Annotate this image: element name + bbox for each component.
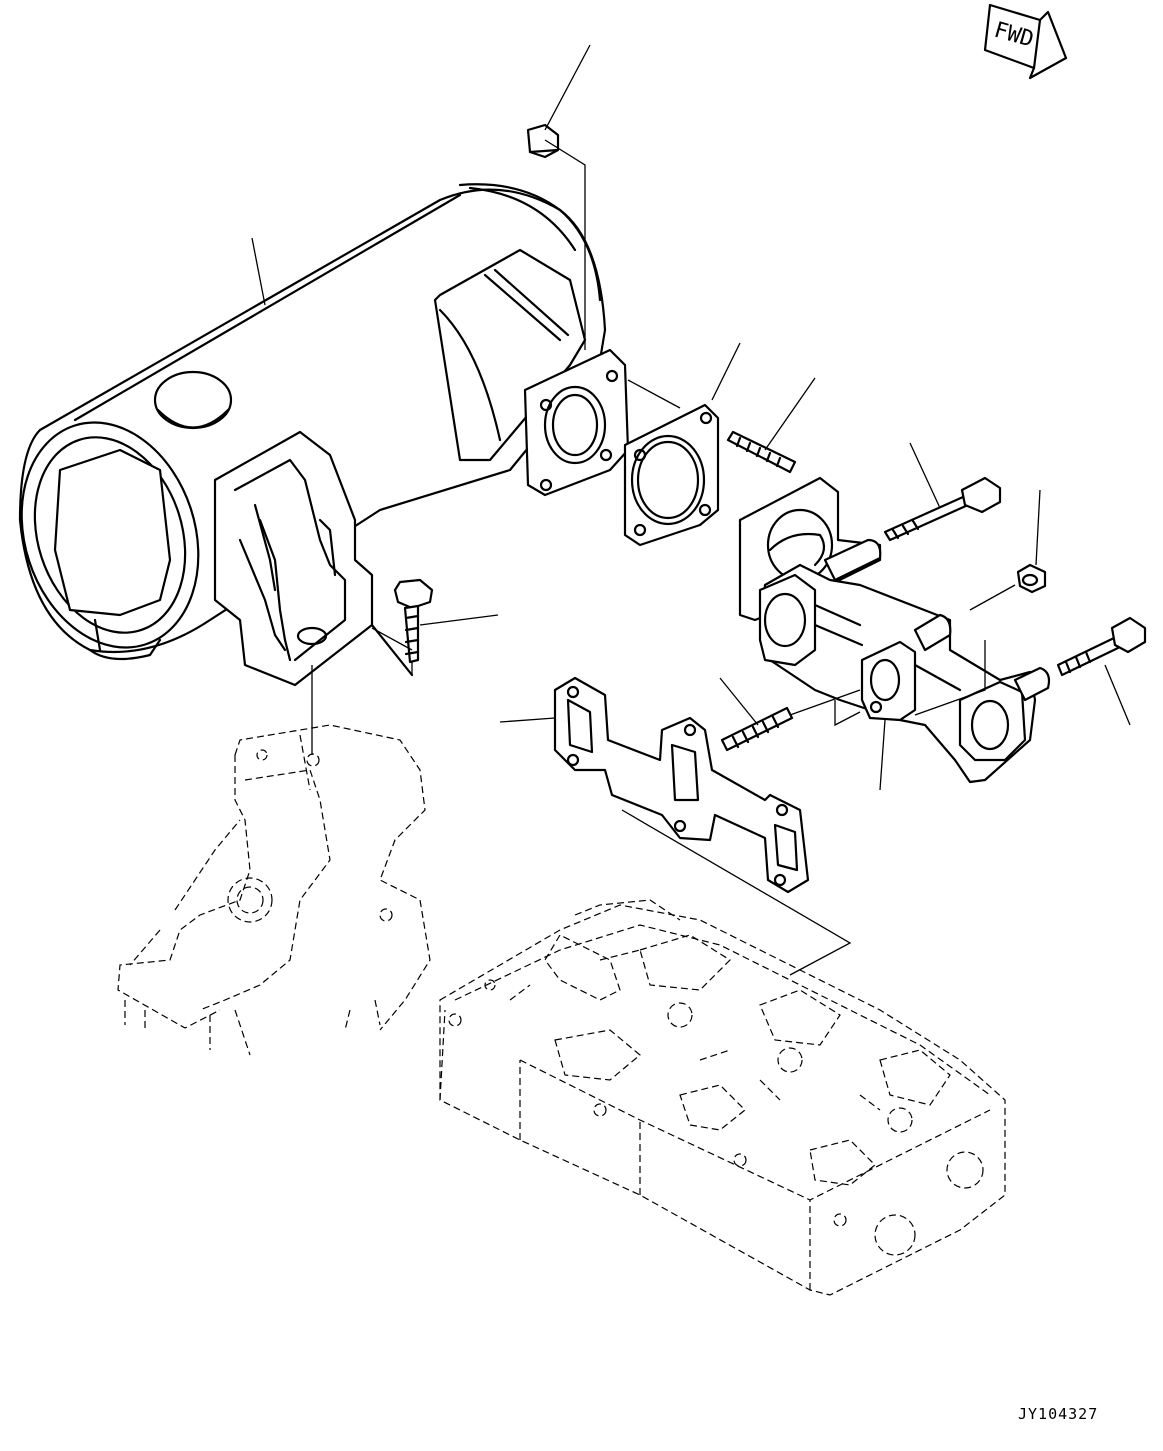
- manifold-gasket: [499, 676, 852, 976]
- manifold-nut: [969, 489, 1047, 611]
- muffler-flange: [523, 348, 630, 497]
- long-bolt-upper: [883, 442, 1002, 542]
- muffler: [18, 183, 607, 661]
- stud-bolt-lower: [719, 677, 861, 752]
- flange-nut: [526, 44, 591, 350]
- long-bolt-lower: [1056, 616, 1147, 726]
- bracket-bolt: [393, 578, 499, 675]
- exhaust-manifold: [738, 476, 1051, 791]
- drawing-code-label: JY104327: [1018, 1405, 1099, 1423]
- cylinder-head-outline: [439, 899, 1006, 1296]
- engine-block-outline: [117, 724, 431, 1056]
- stud-bolt-upper: [726, 377, 816, 474]
- leader-lines: [251, 237, 741, 755]
- exhaust-gasket: [623, 403, 720, 547]
- fwd-arrow-icon: FWD: [983, 3, 1068, 80]
- muffler-bracket: [213, 430, 414, 687]
